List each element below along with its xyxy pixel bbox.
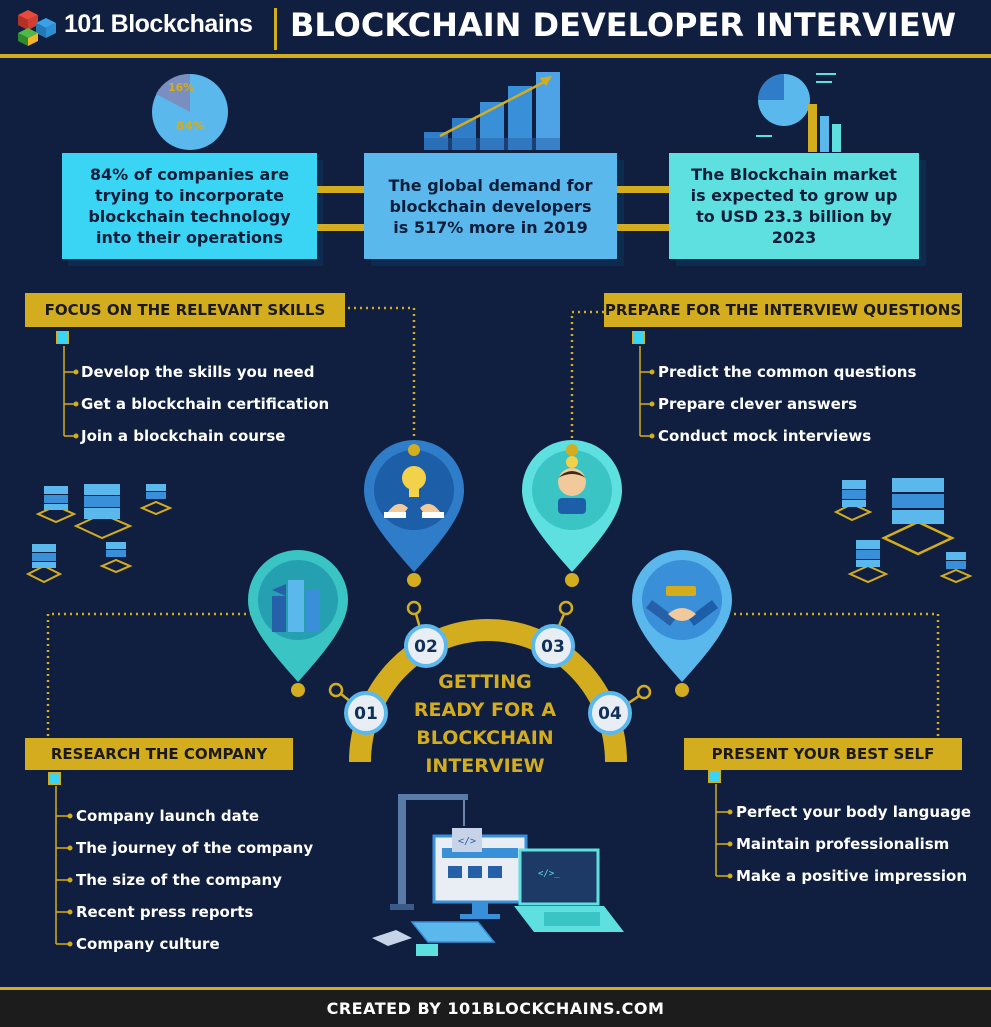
stat-line: 84% of companies are (89, 165, 290, 184)
stat-line: trying to incorporate (95, 186, 284, 205)
list-item: Conduct mock interviews (658, 427, 872, 445)
step-03: 03 (541, 637, 565, 657)
list-item: Company launch date (76, 807, 260, 825)
logo-icon (18, 10, 56, 46)
server-stacks-left-icon (25, 484, 173, 584)
stat-line: is expected to grow up (690, 186, 898, 205)
stat-line: The Blockchain market (691, 165, 897, 184)
growth-bar-chart-icon (424, 72, 560, 150)
connector (317, 224, 365, 231)
step-04: 04 (598, 704, 622, 724)
list-item: Recent press reports (76, 903, 254, 921)
footer: CREATED BY 101BLOCKCHAINS.COM (0, 987, 991, 1027)
stat-box-companies: 84% of companies are trying to incorpora… (62, 153, 317, 259)
pie-label-16: 16% (168, 81, 194, 94)
header (0, 0, 991, 58)
section-present-title: PRESENT YOUR BEST SELF (684, 738, 962, 770)
stat-line: is 517% more in 2019 (393, 217, 588, 237)
stat-line: into their operations (96, 228, 283, 247)
center-title: GETTING READY FOR A BLOCKCHAIN INTERVIEW (395, 668, 575, 780)
section-marker (48, 772, 61, 785)
list-item: Join a blockchain course (81, 427, 286, 445)
section-prepare-title: PREPARE FOR THE INTERVIEW QUESTIONS (604, 293, 962, 327)
pin-present-icon (632, 550, 732, 697)
stat-line: blockchain technology (88, 207, 291, 226)
logo-text: 101 Blockchains (64, 10, 253, 38)
pie-label-84: 84% (176, 119, 205, 133)
section-research-title: RESEARCH THE COMPANY (25, 738, 293, 770)
stat-line: blockchain developers (389, 196, 592, 216)
center-title-line: READY FOR A (413, 699, 557, 721)
header-divider (274, 8, 277, 50)
step-02: 02 (414, 637, 438, 657)
list-item: The size of the company (76, 871, 282, 889)
svg-text:</>_: </>_ (538, 869, 560, 879)
list-item: Develop the skills you need (81, 363, 315, 381)
center-title-line: GETTING (438, 671, 532, 693)
list-item: Predict the common questions (658, 363, 917, 381)
connector (617, 186, 669, 193)
connector (317, 186, 365, 193)
pin-focus-icon (364, 440, 464, 587)
svg-text:</>: </> (458, 836, 476, 847)
page-title: BLOCKCHAIN DEVELOPER INTERVIEW (290, 6, 956, 44)
section-focus-title: FOCUS ON THE RELEVANT SKILLS (25, 293, 345, 327)
section-marker (632, 331, 645, 344)
step-01: 01 (354, 704, 378, 724)
list-item: The journey of the company (76, 839, 314, 857)
list-item: Company culture (76, 935, 220, 953)
section-marker (708, 770, 721, 783)
center-title-line: INTERVIEW (425, 755, 545, 777)
pin-prepare-icon (522, 440, 622, 587)
list-item: Perfect your body language (736, 803, 972, 821)
pie-chart-icon: 16% 84% (152, 73, 228, 150)
market-chart-icon (756, 73, 841, 152)
stat-box-market: The Blockchain market is expected to gro… (669, 153, 919, 259)
pin-research-icon (248, 550, 348, 697)
stat-line: The global demand for (388, 175, 593, 195)
server-stacks-right-icon (833, 478, 973, 584)
list-item: Prepare clever answers (658, 395, 858, 413)
stat-box-demand: The global demand for blockchain develop… (364, 153, 617, 259)
center-title-line: BLOCKCHAIN (416, 727, 554, 749)
connector (617, 224, 669, 231)
list-item: Maintain professionalism (736, 835, 950, 853)
stat-line: 2023 (771, 228, 817, 247)
stat-line: to USD 23.3 billion by (696, 207, 892, 226)
list-item: Get a blockchain certification (81, 395, 330, 413)
section-marker (56, 331, 69, 344)
list-item: Make a positive impression (736, 867, 968, 885)
developer-workstation-icon: </> </>_ (372, 794, 624, 956)
header-underline (0, 54, 991, 58)
